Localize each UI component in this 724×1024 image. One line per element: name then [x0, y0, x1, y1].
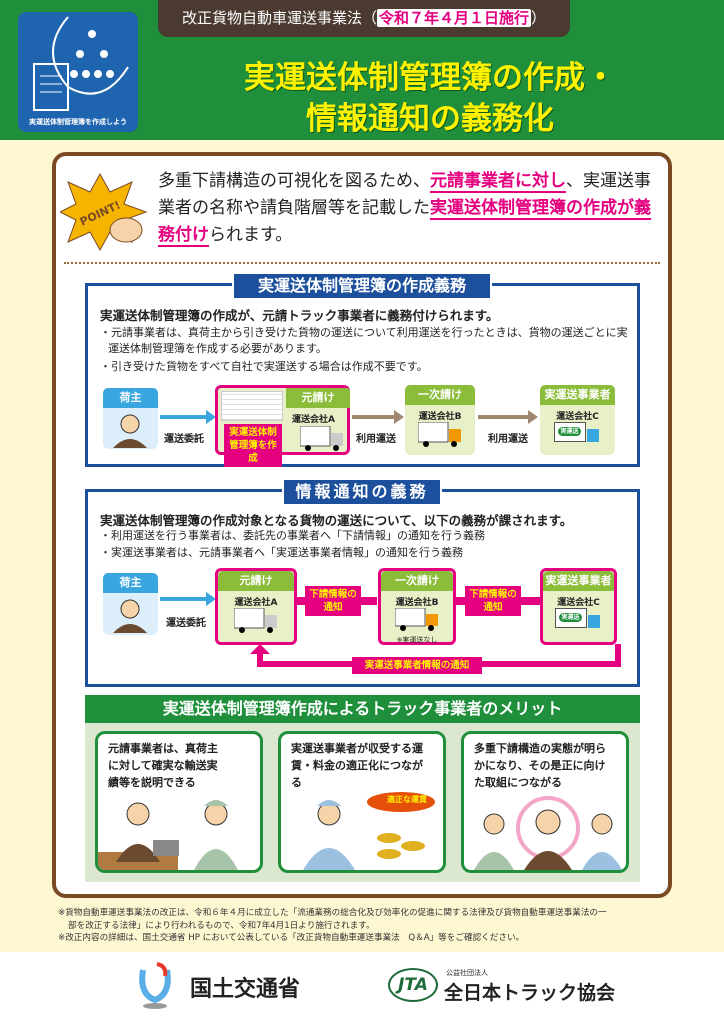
- shipper-label: 荷主: [103, 388, 158, 408]
- actual-label: 実運送事業者: [543, 571, 614, 591]
- no-actual-note: ※実運送なし: [396, 636, 438, 644]
- point-text: 多重下請構造の可視化を図るため、元請事業者に対し、実運送事業者の名称や請負階層等…: [158, 168, 658, 249]
- section1-lead: 実運送体制管理簿の作成が、元請トラック事業者に義務付けられます。: [100, 308, 499, 323]
- shipper-node: 荷主: [103, 388, 158, 449]
- merit-title: 実運送体制管理簿作成によるトラック事業者のメリット: [85, 695, 640, 723]
- point-t2: 、実運送事業者の名称や請負階層等を記載した: [158, 171, 651, 218]
- footnote: ※改正内容の詳細は、国土交通省 HP において公表している「改正貨物自動車運送事…: [58, 933, 525, 943]
- first-label: 一次請け: [405, 385, 475, 405]
- law-banner: 改正貨物自動車運送事業法（令和７年４月１日施行）: [158, 0, 570, 37]
- shipper-person-icon: [113, 414, 147, 448]
- shipper-person-icon: [113, 599, 147, 633]
- feedback-label: 実運送事業者情報の通知: [352, 657, 482, 674]
- consign-label: 運送委託: [164, 434, 204, 445]
- effective-date: 令和７年４月１日施行: [376, 9, 531, 27]
- section1-title: 実運送体制管理簿の作成義務: [232, 272, 492, 300]
- title-line-1: 実運送体制管理簿の作成・: [244, 60, 616, 96]
- merit-card: 多重下請構造の実態が明らかになり、その是正に向けた取組につながる: [461, 731, 629, 873]
- make-book-label: 実運送体制管理簿を作成: [224, 424, 282, 467]
- merit-text: 実運送事業者が収受する運賃・料金の適正化につながる: [291, 742, 423, 789]
- section2-title: 情報通知の義務: [282, 478, 442, 506]
- icon-caption: 実運送体制管理簿を作成しよう: [29, 118, 127, 126]
- law-name: 改正貨物自動車運送事業法（: [181, 9, 377, 27]
- truck-cab: [586, 429, 599, 442]
- management-book-icon: 実運送体制管理簿を作成しよう: [18, 12, 138, 132]
- paren: ）: [531, 9, 547, 27]
- section1-bullet: ・元請事業者は、真荷主から引き受けた貨物の運送について利用運送を行ったときは、貨…: [100, 326, 628, 355]
- worker-fare-illustration: [303, 792, 435, 870]
- truck-icon: 実運送: [554, 608, 587, 628]
- truck-cab: [587, 615, 600, 628]
- mlit-logo-icon: [139, 962, 171, 1009]
- notice-label: 下請情報の通知: [305, 586, 361, 616]
- mlit-name: 国土交通省: [190, 977, 301, 1002]
- section2-lead: 実運送体制管理簿の作成対象となる貨物の運送について、以下の義務が課されます。: [100, 513, 573, 528]
- section2-bullet: ・利用運送を行う事業者は、委託先の事業者へ「下請情報」の通知を行う義務: [100, 529, 485, 542]
- arrow-icon: [352, 410, 404, 424]
- truck-icon: [394, 607, 438, 631]
- consign-label: 運送委託: [166, 618, 206, 629]
- register-sheet-icon: [221, 391, 283, 421]
- company-b: 運送会社B: [395, 598, 439, 608]
- truck-label: 実運送: [559, 613, 582, 622]
- point-hand-icon: POINT!: [58, 172, 148, 252]
- prime-label: 元請け: [286, 388, 350, 408]
- point-t3: られます。: [209, 225, 293, 245]
- truck-label: 実運送: [558, 427, 581, 436]
- section1-bullet: ・引き受けた貨物をすべて自社で実運送する場合は作成不要です。: [100, 360, 428, 373]
- first-sub-node: 一次請け運送会社B ※実運送なし: [378, 568, 456, 645]
- arrow-icon: [478, 410, 538, 424]
- company-c: 運送会社C: [557, 598, 600, 608]
- prime-label: 元請け: [218, 571, 294, 591]
- title-line-2: 情報通知の義務化: [306, 101, 554, 137]
- prime-contractor-node: 元請け運送会社A: [215, 568, 297, 645]
- merit-text: 元請事業者は、真荷主に対して確実な輸送実績等を説明できる: [108, 742, 218, 789]
- section2-bullet: ・実運送事業者は、元請事業者へ「実運送事業者情報」の通知を行う義務: [100, 546, 463, 559]
- fare-badge: 適正な運賃: [387, 795, 427, 804]
- jta-name: 全日本トラック協会: [444, 982, 616, 1004]
- merit-card: 元請事業者は、真荷主に対して確実な輸送実績等を説明できる: [95, 731, 263, 873]
- footnotes: ※貨物自動車運送事業法の改正は、令和６年４月に成立した「流通業務の総合化及び効率…: [58, 907, 678, 945]
- jta-logo: JTA: [388, 968, 438, 1002]
- dotted-divider: [64, 262, 660, 264]
- arrow-icon: [160, 410, 216, 424]
- first-sub-node: 一次請け運送会社B: [405, 385, 475, 455]
- footnote: 部を改正する法律」により行われるもので、令和7年4月1日より施行されます。: [68, 920, 375, 931]
- actual-carrier-node: 実運送事業者運送会社C 実運送: [540, 385, 615, 455]
- truck-icon: [300, 426, 343, 451]
- arrow-icon: [160, 592, 216, 606]
- truck-icon: [417, 421, 461, 447]
- merit-section: 実運送体制管理簿作成によるトラック事業者のメリット 元請事業者は、真荷主に対して…: [85, 695, 640, 882]
- shipper-node: 荷主: [103, 573, 158, 635]
- footnote: ※貨物自動車運送事業法の改正は、令和６年４月に成立した「流通業務の総合化及び効率…: [58, 908, 607, 918]
- point-highlight-1: 元請事業者に対し: [430, 171, 566, 193]
- actual-carrier-node: 実運送事業者運送会社C 実運送: [540, 568, 617, 645]
- actual-label: 実運送事業者: [540, 385, 615, 405]
- company-b: 運送会社B: [418, 412, 462, 422]
- point-highlight-2: 実運送体制管理簿の作成が義務付け: [158, 198, 651, 247]
- truck-icon: [233, 607, 277, 633]
- shipper-label: 荷主: [103, 573, 158, 593]
- business-people-illustration: [98, 800, 238, 870]
- first-label: 一次請け: [381, 571, 453, 591]
- company-a: 運送会社A: [234, 598, 278, 608]
- notice-label: 下請情報の通知: [465, 586, 521, 616]
- truck-icon: 実運送: [553, 422, 586, 442]
- company-c: 運送会社C: [556, 412, 599, 422]
- use-transport-label: 利用運送: [488, 434, 528, 445]
- jta-sub: 公益社団法人: [446, 969, 488, 977]
- point-t1: 多重下請構造の可視化を図るため、: [158, 171, 430, 191]
- team-illustration: [474, 796, 622, 870]
- company-a: 運送会社A: [292, 415, 335, 425]
- use-transport-label: 利用運送: [356, 434, 396, 445]
- prime-contractor-node: 元請け 運送会社A 実運送体制管理簿を作成: [215, 385, 350, 467]
- merit-text: 多重下請構造の実態が明らかになり、その是正に向けた取組につながる: [474, 742, 606, 789]
- merit-card: 実運送事業者が収受する運賃・料金の適正化につながる 適正な運賃: [278, 731, 446, 873]
